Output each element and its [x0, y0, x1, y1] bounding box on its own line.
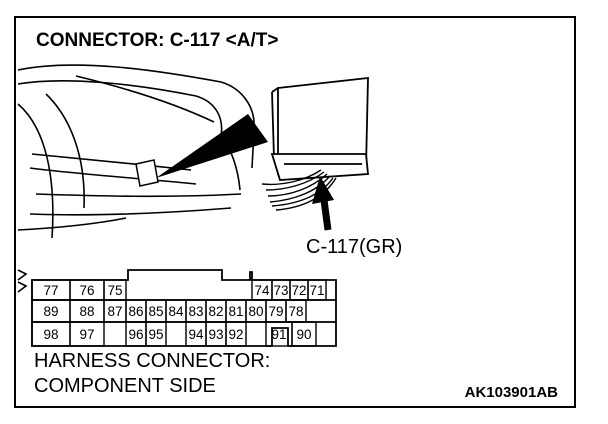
pin-number-98: 98	[43, 327, 58, 342]
pin-number-93: 93	[208, 327, 223, 342]
pin-cell	[307, 279, 327, 301]
pin-number-71: 71	[309, 283, 324, 298]
component-side-label: COMPONENT SIDE	[34, 375, 216, 397]
pin-number-96: 96	[128, 327, 143, 342]
pin-cells	[31, 279, 327, 347]
pin-number-73: 73	[273, 283, 288, 298]
pin-number-87: 87	[107, 304, 122, 319]
control-unit-illustration	[270, 76, 369, 181]
pin-number-80: 80	[248, 304, 263, 319]
connector-title: CONNECTOR: C-117 <A/T>	[36, 30, 279, 51]
pin-cell	[291, 321, 317, 347]
pin-number-89: 89	[43, 304, 58, 319]
pin-number-85: 85	[148, 304, 163, 319]
figure-code: AK103901AB	[464, 384, 558, 401]
pin-number-77: 77	[43, 283, 58, 298]
pin-number-90: 90	[296, 327, 311, 342]
wire-harness	[261, 169, 337, 211]
pin-number-83: 83	[188, 304, 203, 319]
pin-number-84: 84	[168, 304, 184, 319]
pin-number-94: 94	[188, 327, 204, 342]
pin-cell	[69, 321, 105, 347]
pin-number-76: 76	[79, 283, 94, 298]
pin-number-88: 88	[79, 304, 94, 319]
pin-number-81: 81	[228, 304, 243, 319]
connector-callout-label: C-117(GR)	[306, 236, 403, 258]
callout-arrow	[312, 176, 334, 231]
harness-connector-label: HARNESS CONNECTOR:	[34, 350, 271, 372]
pin-number-97: 97	[79, 327, 94, 342]
pin-number-75: 75	[107, 283, 122, 298]
dashboard-illustration	[17, 64, 255, 239]
pin-number-74: 74	[254, 283, 270, 298]
pin-number-86: 86	[128, 304, 143, 319]
pin-number-95: 95	[148, 327, 163, 342]
connector-location-marker	[135, 114, 268, 187]
pin-number-79: 79	[268, 304, 283, 319]
pin-number-72: 72	[291, 283, 306, 298]
pin-number-92: 92	[228, 327, 243, 342]
pin-number-91: 91	[271, 327, 286, 342]
pin-number-82: 82	[208, 304, 223, 319]
pin-cell	[225, 321, 247, 347]
diagram-frame: CONNECTOR: C-117 <A/T>	[14, 16, 576, 408]
pin-cell	[145, 321, 167, 347]
pin-number-78: 78	[288, 304, 303, 319]
